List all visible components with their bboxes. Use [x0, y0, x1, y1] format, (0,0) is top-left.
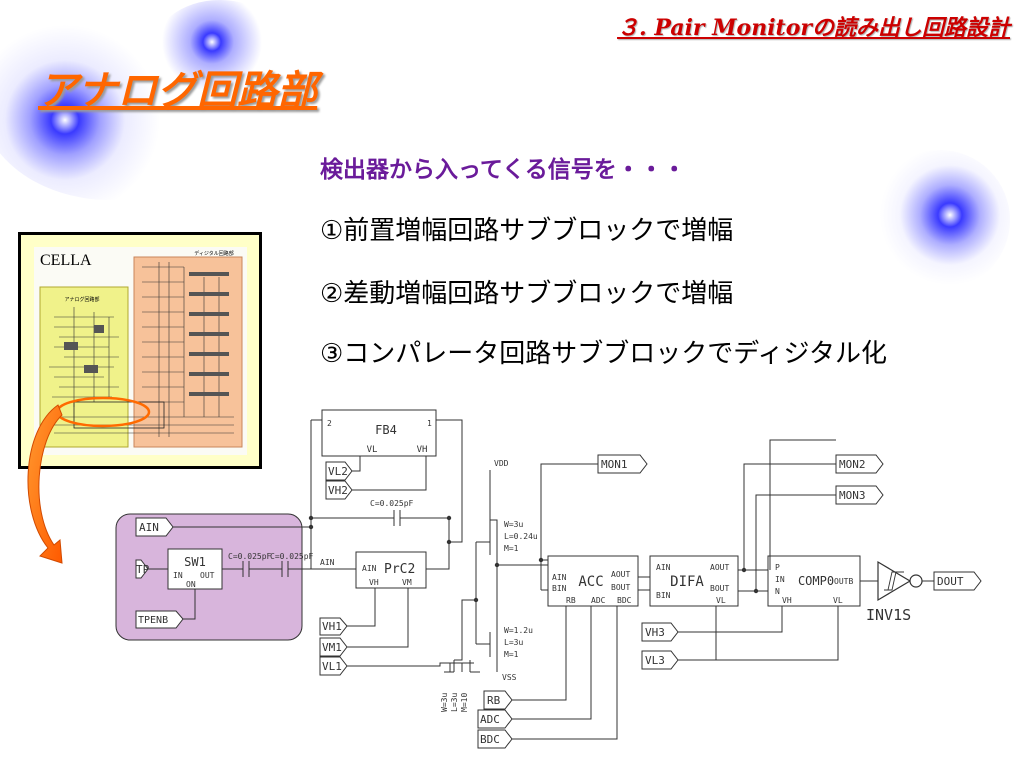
prc2-preamp: PrC2 AIN VH VM — [355, 551, 427, 589]
port-tpenb: TPENB — [138, 615, 168, 626]
svg-text:PrC2: PrC2 — [384, 562, 415, 577]
svg-text:VH: VH — [782, 596, 792, 605]
decorative-glow — [150, 0, 290, 110]
decorative-glow — [870, 150, 1010, 290]
m1-w: W=3u — [504, 520, 523, 529]
svg-text:IN: IN — [173, 571, 183, 580]
svg-text:IN: IN — [775, 575, 785, 584]
digital-block-label: ディジタル回路部 — [194, 250, 234, 257]
port-dout: DOUT — [937, 575, 964, 588]
svg-text:VH: VH — [417, 445, 428, 455]
vss-label: VSS — [502, 673, 517, 682]
port-vh3: VH3 — [645, 626, 665, 639]
svg-text:2: 2 — [327, 419, 332, 428]
svg-text:BIN: BIN — [656, 591, 671, 600]
highlight-ellipse — [55, 396, 151, 428]
m1-l: L=0.24u — [504, 532, 538, 541]
svg-text:AIN: AIN — [362, 564, 377, 573]
svg-text:ACC: ACC — [578, 574, 603, 590]
svg-text:VL: VL — [367, 445, 378, 455]
layout-cells — [64, 272, 229, 396]
svg-text:OUT: OUT — [200, 571, 215, 580]
svg-text:BDC: BDC — [617, 596, 632, 605]
inv1s-inverter: INV1S — [866, 560, 923, 624]
svg-text:SW1: SW1 — [184, 555, 206, 569]
svg-text:VM: VM — [402, 578, 412, 587]
port-rb: RB — [487, 694, 501, 707]
svg-text:AOUT: AOUT — [611, 570, 630, 579]
cap1-label: C=0.025pF — [228, 552, 272, 561]
svg-text:INV1S: INV1S — [866, 606, 911, 624]
difa-block: DIFA AIN BIN AOUT BOUT VL — [649, 555, 739, 607]
m2-m: M=1 — [504, 650, 519, 659]
port-tags — [135, 454, 982, 749]
lead-text: 検出器から入ってくる信号を・・・ — [320, 157, 686, 183]
svg-text:AIN: AIN — [552, 573, 567, 582]
port-tp: TP — [136, 563, 150, 576]
m1-m: M=1 — [504, 544, 519, 553]
junction-dots — [308, 515, 759, 603]
svg-text:VL: VL — [833, 596, 843, 605]
comp0-comparator: COMP0 P IN N VH VL OUTB — [767, 555, 861, 607]
svg-text:ADC: ADC — [591, 596, 606, 605]
port-vl3: VL3 — [645, 654, 665, 667]
port-vm1: VM1 — [322, 641, 342, 654]
port-mon2: MON2 — [839, 458, 866, 471]
port-vl2: VL2 — [328, 465, 348, 478]
step-item: ①前置増幅回路サブブロックで増幅 — [320, 216, 734, 246]
fb4-block: FB4 2 1 VL VH — [321, 409, 437, 457]
vdd-label: VDD — [494, 459, 509, 468]
cella-label: CELLA — [40, 252, 92, 269]
svg-text:P: P — [775, 563, 780, 572]
step-item: ③コンパレータ回路サブブロックでディジタル化 — [320, 339, 887, 369]
svg-text:VL: VL — [716, 596, 726, 605]
port-bdc: BDC — [480, 733, 500, 746]
port-mon1: MON1 — [601, 458, 628, 471]
component-annotations: VDD VSS AIN C=0.025pF C=0.025pF C=0.025p… — [228, 459, 538, 712]
ain-wire-label: AIN — [320, 558, 335, 567]
svg-text:RB: RB — [566, 596, 576, 605]
cella-layout-drawing: アナログ回路部 ディジタル回路部 — [34, 247, 247, 455]
svg-text:VH: VH — [369, 578, 379, 587]
m3-m: M=10 — [460, 693, 469, 712]
port-vh1: VH1 — [322, 620, 342, 633]
svg-text:N: N — [775, 587, 780, 596]
port-adc: ADC — [480, 713, 500, 726]
port-mon3: MON3 — [839, 489, 866, 502]
m2-l: L=3u — [504, 638, 523, 647]
svg-text:AOUT: AOUT — [710, 563, 729, 572]
cap2-label: C=0.025pF — [270, 552, 314, 561]
svg-text:FB4: FB4 — [375, 423, 397, 437]
port-ain: AIN — [139, 521, 159, 534]
analog-block-label: アナログ回路部 — [65, 296, 100, 303]
wires — [148, 419, 934, 740]
svg-text:1: 1 — [427, 419, 432, 428]
page-title: アナログ回路部 — [38, 68, 318, 114]
m3-w: W=3u — [440, 693, 449, 712]
svg-text:COMP0: COMP0 — [798, 574, 834, 588]
sw1-switch: SW1 IN OUT ON — [167, 548, 223, 590]
svg-text:BOUT: BOUT — [710, 584, 729, 593]
callout-arrow — [27, 404, 63, 564]
port-vh2: VH2 — [328, 484, 348, 497]
svg-text:ON: ON — [186, 580, 196, 589]
svg-text:BOUT: BOUT — [611, 583, 630, 592]
header-title: ３. Pair Monitorの読み出し回路設計 — [617, 15, 1010, 41]
step-item: ②差動増幅回路サブブロックで増幅 — [320, 279, 734, 309]
m2-w: W=1.2u — [504, 626, 533, 635]
svg-text:OUTB: OUTB — [834, 577, 853, 586]
cap-fb-label: C=0.025pF — [370, 499, 414, 508]
m3-l: L=3u — [450, 693, 459, 712]
acc-block: ACC AIN BIN AOUT BOUT RB ADC BDC — [547, 555, 639, 607]
svg-text:BIN: BIN — [552, 584, 567, 593]
port-vl1: VL1 — [322, 660, 342, 673]
svg-text:DIFA: DIFA — [670, 574, 704, 590]
port-labels: AIN TP TPENB VL2 VH2 VH1 VM1 VL1 RB ADC … — [136, 458, 964, 746]
svg-text:AIN: AIN — [656, 563, 671, 572]
